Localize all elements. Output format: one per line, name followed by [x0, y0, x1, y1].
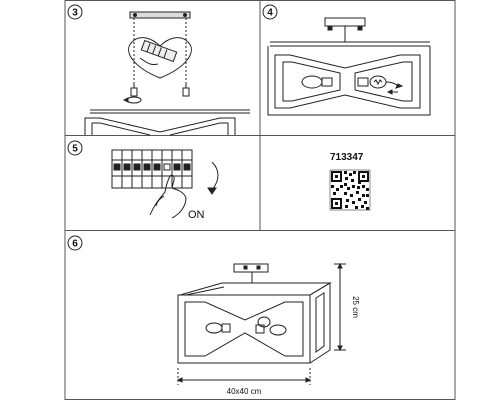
panel-step-6	[64, 230, 456, 400]
ceiling-cap	[233, 263, 269, 273]
step-3-number: 3	[72, 8, 78, 19]
step-6-number: 6	[72, 239, 78, 250]
step-6-illustration	[176, 262, 346, 385]
rotation-arrow-icon	[122, 96, 142, 104]
terminal-block	[140, 39, 178, 63]
panel-grid	[64, 0, 456, 400]
step-5-badge: 5	[67, 140, 83, 156]
detail-magnifier	[128, 37, 192, 79]
light-bulb-icon	[301, 75, 333, 89]
light-bulb-icon	[357, 75, 404, 95]
step-3-illustration	[84, 11, 250, 136]
step-4-illustration	[267, 17, 431, 116]
step-3-badge: 3	[67, 4, 83, 20]
screw-hole	[133, 13, 137, 17]
circuit-breaker-panel	[111, 149, 193, 189]
step-4-badge: 4	[262, 4, 278, 20]
step-4-number: 4	[267, 8, 273, 19]
hand-icon	[149, 174, 187, 219]
product-code: 713347	[330, 152, 364, 163]
curved-arrow-icon	[211, 161, 219, 191]
ceiling-cap	[324, 17, 366, 27]
panel-step-3	[64, 0, 261, 136]
qr-code-icon	[329, 169, 371, 211]
screw-hole	[183, 13, 187, 17]
step-5-illustration	[111, 149, 219, 219]
switch-on-label: ON	[188, 209, 205, 221]
step-6-badge: 6	[67, 235, 83, 251]
width-dimension-label: 40x40 cm	[227, 387, 262, 396]
ceiling-plate	[129, 11, 191, 19]
step-5-number: 5	[72, 144, 78, 155]
height-dimension-label: 25 cm	[351, 296, 360, 318]
